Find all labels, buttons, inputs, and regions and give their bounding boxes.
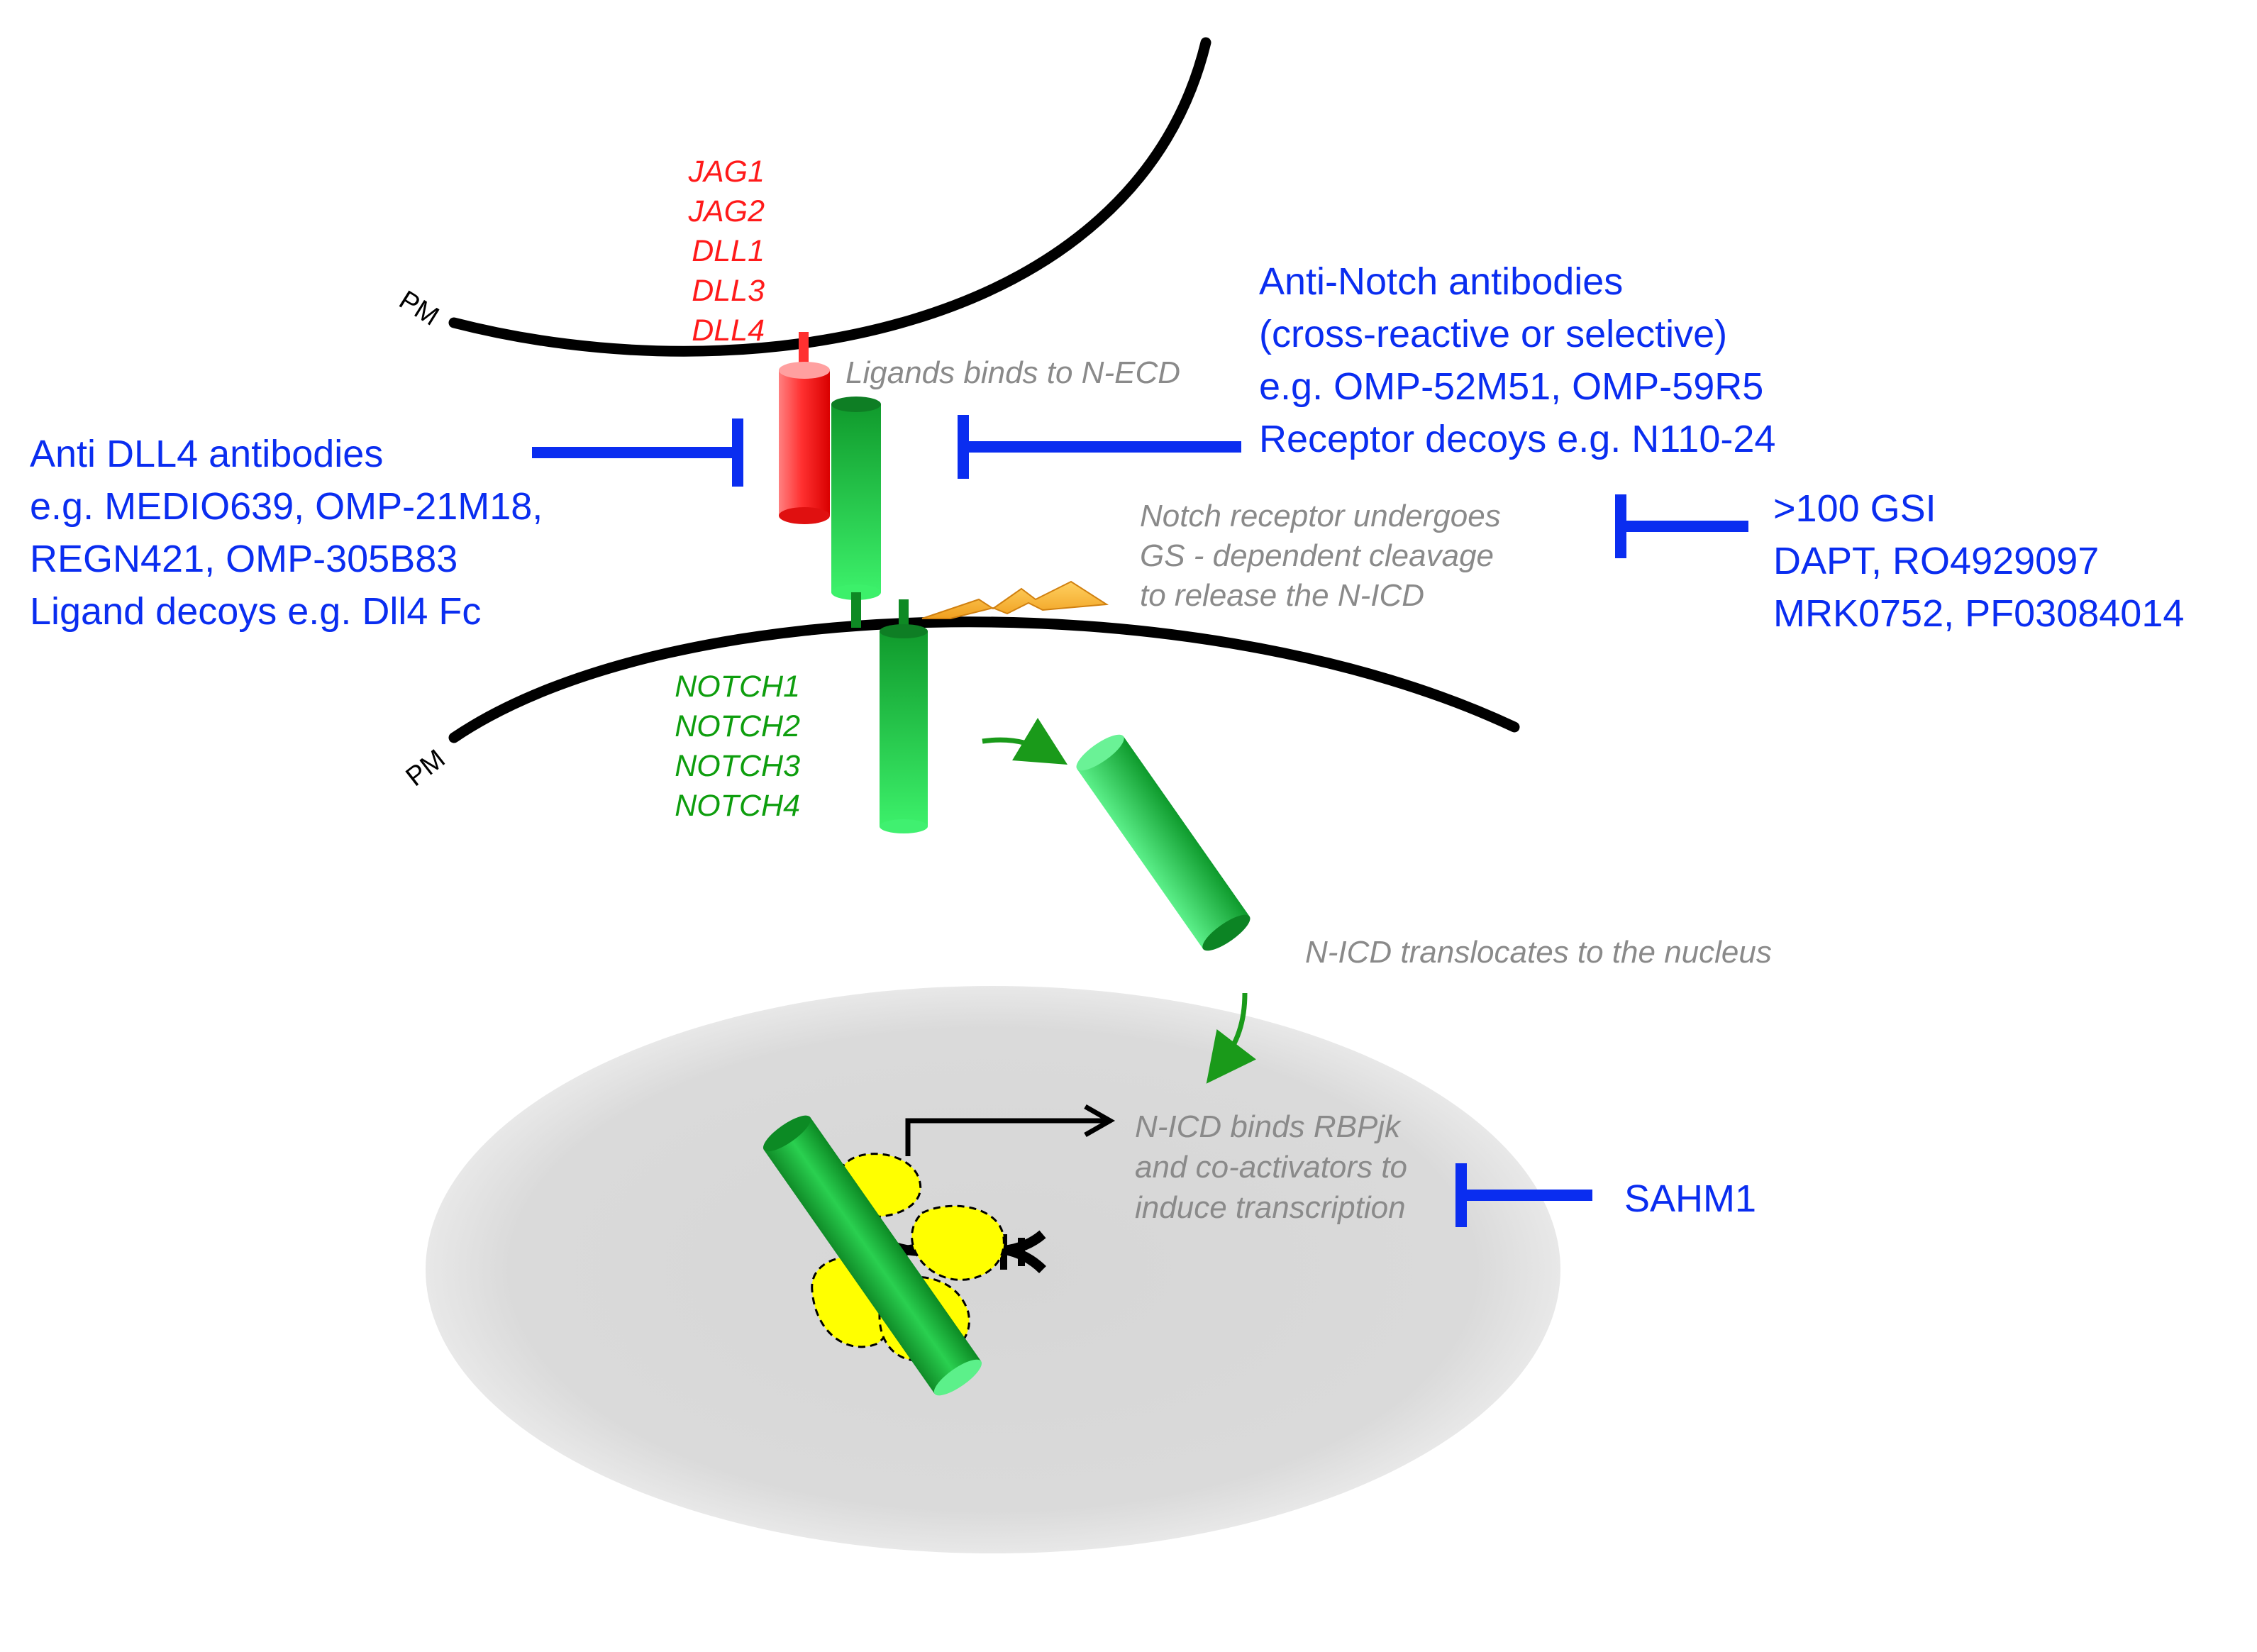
nucleus [426,986,1560,1553]
ligand-name: JAG1 [687,155,765,189]
receptor-name: NOTCH1 [675,670,800,704]
cleavage-annotation-line: to release the N-ICD [1140,578,1424,613]
anti-notch-line: Receptor decoys e.g. N110-24 [1259,418,1775,460]
ligand-binding-annotation: Ligands binds to N-ECD [845,355,1180,390]
ligand-cylinder [779,332,830,524]
cleavage-annotation: Notch receptor undergoes GS - dependent … [1140,499,1501,613]
pm-label-top: PM [394,285,444,332]
anti-dll4-text: Anti DLL4 antibodies e.g. MEDIO639, OMP-… [30,433,543,633]
anti-dll4-line: Ligand decoys e.g. Dll4 Fc [30,590,481,633]
sahm1-inhibitor-bar [1455,1163,1592,1227]
bottom-plasma-membrane [448,616,1520,743]
gsi-text: >100 GSI DAPT, RO4929097 MRK0752, PF0308… [1773,487,2184,635]
anti-notch-inhibitor-bar [958,415,1241,479]
transcription-annotation-line: N-ICD binds RBPjk [1135,1109,1402,1144]
transcription-complex [762,1104,1116,1396]
ligand-name: DLL4 [692,314,765,348]
anti-notch-line: Anti-Notch antibodies [1259,260,1623,303]
anti-dll4-line: REGN421, OMP-305B83 [30,538,458,580]
gsi-line: MRK0752, PF03084014 [1773,592,2184,635]
cleaved-receptor-cylinder [880,599,928,833]
receptor-list: NOTCH1 NOTCH2 NOTCH3 NOTCH4 [675,670,800,823]
ligand-list: JAG1 JAG2 DLL1 DLL3 DLL4 [687,155,765,348]
anti-dll4-line: Anti DLL4 antibodies [30,433,383,475]
release-arrow-icon [982,717,1068,765]
cleavage-annotation-line: GS - dependent cleavage [1140,538,1494,573]
pm-label-bottom: PM [401,744,451,792]
anti-notch-line: (cross-reactive or selective) [1259,313,1727,355]
anti-dll4-line: e.g. MEDIO639, OMP-21M18, [30,485,543,528]
ligand-name: DLL3 [692,274,765,308]
anti-notch-text: Anti-Notch antibodies (cross-reactive or… [1259,260,1775,460]
receptor-name: NOTCH3 [675,749,800,783]
transcription-annotation-line: and co-activators to [1135,1150,1407,1185]
gs-cleavage-lightning-icon [921,580,1109,619]
anti-dll4-inhibitor-bar [532,418,743,487]
receptor-name: NOTCH4 [675,789,800,823]
anti-notch-line: e.g. OMP-52M51, OMP-59R5 [1259,365,1763,408]
ligand-name: JAG2 [687,194,765,228]
sahm1-label: SAHM1 [1624,1177,1756,1220]
cleavage-annotation-line: Notch receptor undergoes [1140,499,1501,533]
gsi-inhibitor-bar [1615,494,1748,558]
released-nicd-cylinder [1076,734,1250,951]
top-plasma-membrane [448,37,1211,357]
translocation-arrow-icon [1206,992,1257,1084]
transcription-annotation-line: induce transcription [1135,1190,1406,1225]
ligand-name: DLL1 [692,234,765,268]
transcription-annotation: N-ICD binds RBPjk and co-activators to i… [1135,1109,1407,1225]
receptor-name: NOTCH2 [675,709,800,743]
notch-receptor-cylinder [831,397,881,628]
translocation-annotation: N-ICD translocates to the nucleus [1305,935,1772,970]
gsi-line: >100 GSI [1773,487,1936,530]
transcription-start-arrow-icon [905,1118,1107,1156]
gsi-line: DAPT, RO4929097 [1773,540,2099,582]
